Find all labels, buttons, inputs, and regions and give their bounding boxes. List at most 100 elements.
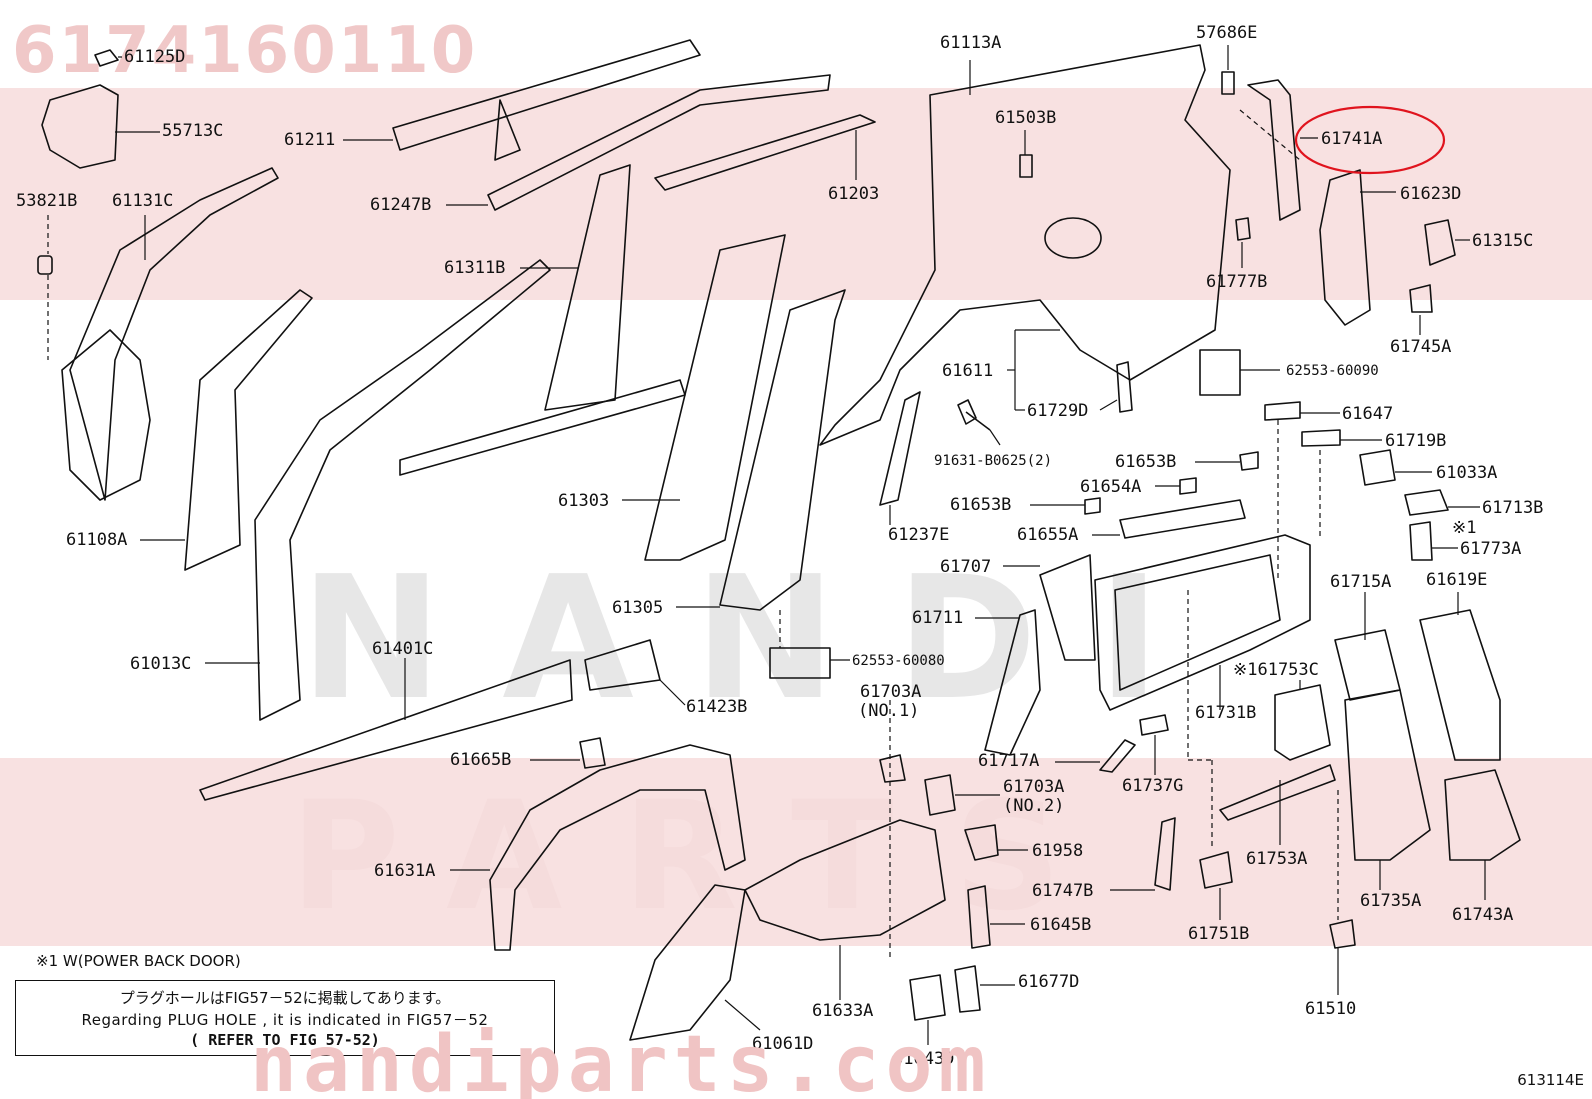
label-61735a: 61735A [1360, 891, 1422, 911]
label-61753a: 61753A [1246, 849, 1308, 869]
label-61711: 61711 [912, 608, 964, 628]
panel-61108a [61, 329, 151, 501]
pad-62553-60090 [1199, 349, 1241, 396]
label-61703a-no1: 61703A [860, 682, 922, 702]
pillar-61305 [719, 289, 846, 611]
footnote-power-back-door: ※1 W(POWER BACK DOOR) [36, 952, 241, 970]
watermark-site: nandiparts.com [250, 1020, 992, 1099]
label-61643d: 61643D [893, 1049, 955, 1069]
bracket-61729d [1116, 361, 1133, 413]
clip-57686e [1221, 71, 1235, 95]
label-61777b: 61777B [1206, 272, 1268, 292]
label-61665b: 61665B [450, 750, 512, 770]
label-57686e: 57686E [1196, 23, 1258, 43]
strip-61645b [967, 885, 991, 949]
label-61719b: 61719B [1385, 431, 1447, 451]
plug-53821b [37, 255, 53, 275]
pillar-61707 [1039, 554, 1096, 661]
label-61645b: 61645B [1030, 915, 1092, 935]
label-61745a: 61745A [1390, 337, 1452, 357]
clip-61654a [1179, 477, 1197, 495]
label-61631a: 61631A [374, 861, 436, 881]
label-61747b: 61747B [1032, 881, 1094, 901]
label-61503b: 61503B [995, 108, 1057, 128]
label-61741a: 61741A [1321, 129, 1383, 149]
rail-61655a [1119, 499, 1246, 539]
label-61653b-lower: 61653B [950, 495, 1012, 515]
rail-61211 [392, 39, 701, 151]
fuel-opening [1044, 217, 1102, 259]
label-61655a: 61655A [1017, 525, 1079, 545]
label-61773a: 61773A [1460, 539, 1522, 559]
label-61713b: 61713B [1482, 498, 1544, 518]
clip-61777b [1235, 217, 1251, 241]
bracket-55713c [41, 84, 119, 169]
bracket-61753a [1219, 764, 1336, 821]
bracket-61647 [1264, 401, 1301, 421]
label-61113a: 61113A [940, 33, 1002, 53]
bracket-61510 [1329, 919, 1356, 949]
label-61315c: 61315C [1472, 231, 1534, 251]
frame-61013c [254, 259, 551, 721]
label-61633a: 61633A [812, 1001, 874, 1021]
bracket-61125d [94, 49, 119, 67]
panel-61715a [1334, 629, 1401, 701]
label-61619e: 61619E [1426, 570, 1488, 590]
label-61510: 61510 [1305, 999, 1357, 1019]
label-62553-60090: 62553-60090 [1286, 363, 1379, 379]
bracket-61751b [1199, 851, 1233, 889]
bracket-61033a [1359, 449, 1396, 486]
pillar-61303 [644, 234, 786, 561]
pillar-inner-front [184, 289, 313, 571]
label-61423b: 61423B [686, 697, 748, 717]
label-61751b: 61751B [1188, 924, 1250, 944]
label-61125d: 61125D [124, 47, 186, 67]
part-number-header: 6174160110 [12, 14, 478, 88]
label-61061d: 61061D [752, 1034, 814, 1054]
label-61753c: ※161753C [1233, 660, 1319, 680]
bracket-61717a [1099, 739, 1136, 773]
panel-61711 [984, 609, 1041, 756]
bracket-61713b [1404, 489, 1449, 516]
watermark-band-bottom [0, 758, 1592, 946]
bracket-61315c [1424, 219, 1456, 266]
label-61737g: 61737G [1122, 776, 1184, 796]
label-61743a: 61743A [1452, 905, 1514, 925]
label-61654a: 61654A [1080, 477, 1142, 497]
bracket-61958 [964, 824, 999, 861]
label-61108a: 61108A [66, 530, 128, 550]
plug-hole-note: プラグホールはFIG57－52に掲載してあります。 Regarding PLUG… [15, 980, 555, 1056]
bolt-91631 [957, 399, 991, 431]
pillar-61131c [69, 167, 279, 501]
clip-61503b [1019, 154, 1033, 178]
wheelhouse-61631a [489, 744, 746, 951]
bracket-61773a [1409, 521, 1433, 561]
rocker-61401c [199, 659, 573, 801]
label-61247b: 61247B [370, 195, 432, 215]
frame-61013c-sill [399, 379, 686, 476]
clip-61653b-2 [1084, 497, 1101, 515]
quarter-61061d [629, 884, 746, 1041]
bracket-61643d [909, 974, 946, 1021]
frame-61731b-open [1114, 554, 1281, 691]
label-61131c: 61131C [112, 191, 174, 211]
label-61237e: 61237E [888, 525, 950, 545]
label-61731b: 61731B [1195, 703, 1257, 723]
label-61958: 61958 [1032, 841, 1084, 861]
panel-61753c [1274, 684, 1331, 761]
label-no2: (NO.2) [1003, 796, 1065, 816]
label-61715a: 61715A [1330, 572, 1392, 592]
label-61653b-upper: 61653B [1115, 452, 1177, 472]
pillar-61311b [544, 164, 631, 411]
label-62553-60080: 62553-60080 [852, 653, 945, 669]
pad-62553-60080 [769, 647, 831, 679]
strip-61237e [879, 391, 921, 506]
panel-61619e [1419, 609, 1501, 761]
panel-61743a [1444, 769, 1521, 861]
label-53821b: 53821B [16, 191, 78, 211]
label-61647: 61647 [1342, 404, 1394, 424]
rail-61211-arm [494, 99, 521, 161]
clip-61653b-1 [1239, 451, 1259, 471]
